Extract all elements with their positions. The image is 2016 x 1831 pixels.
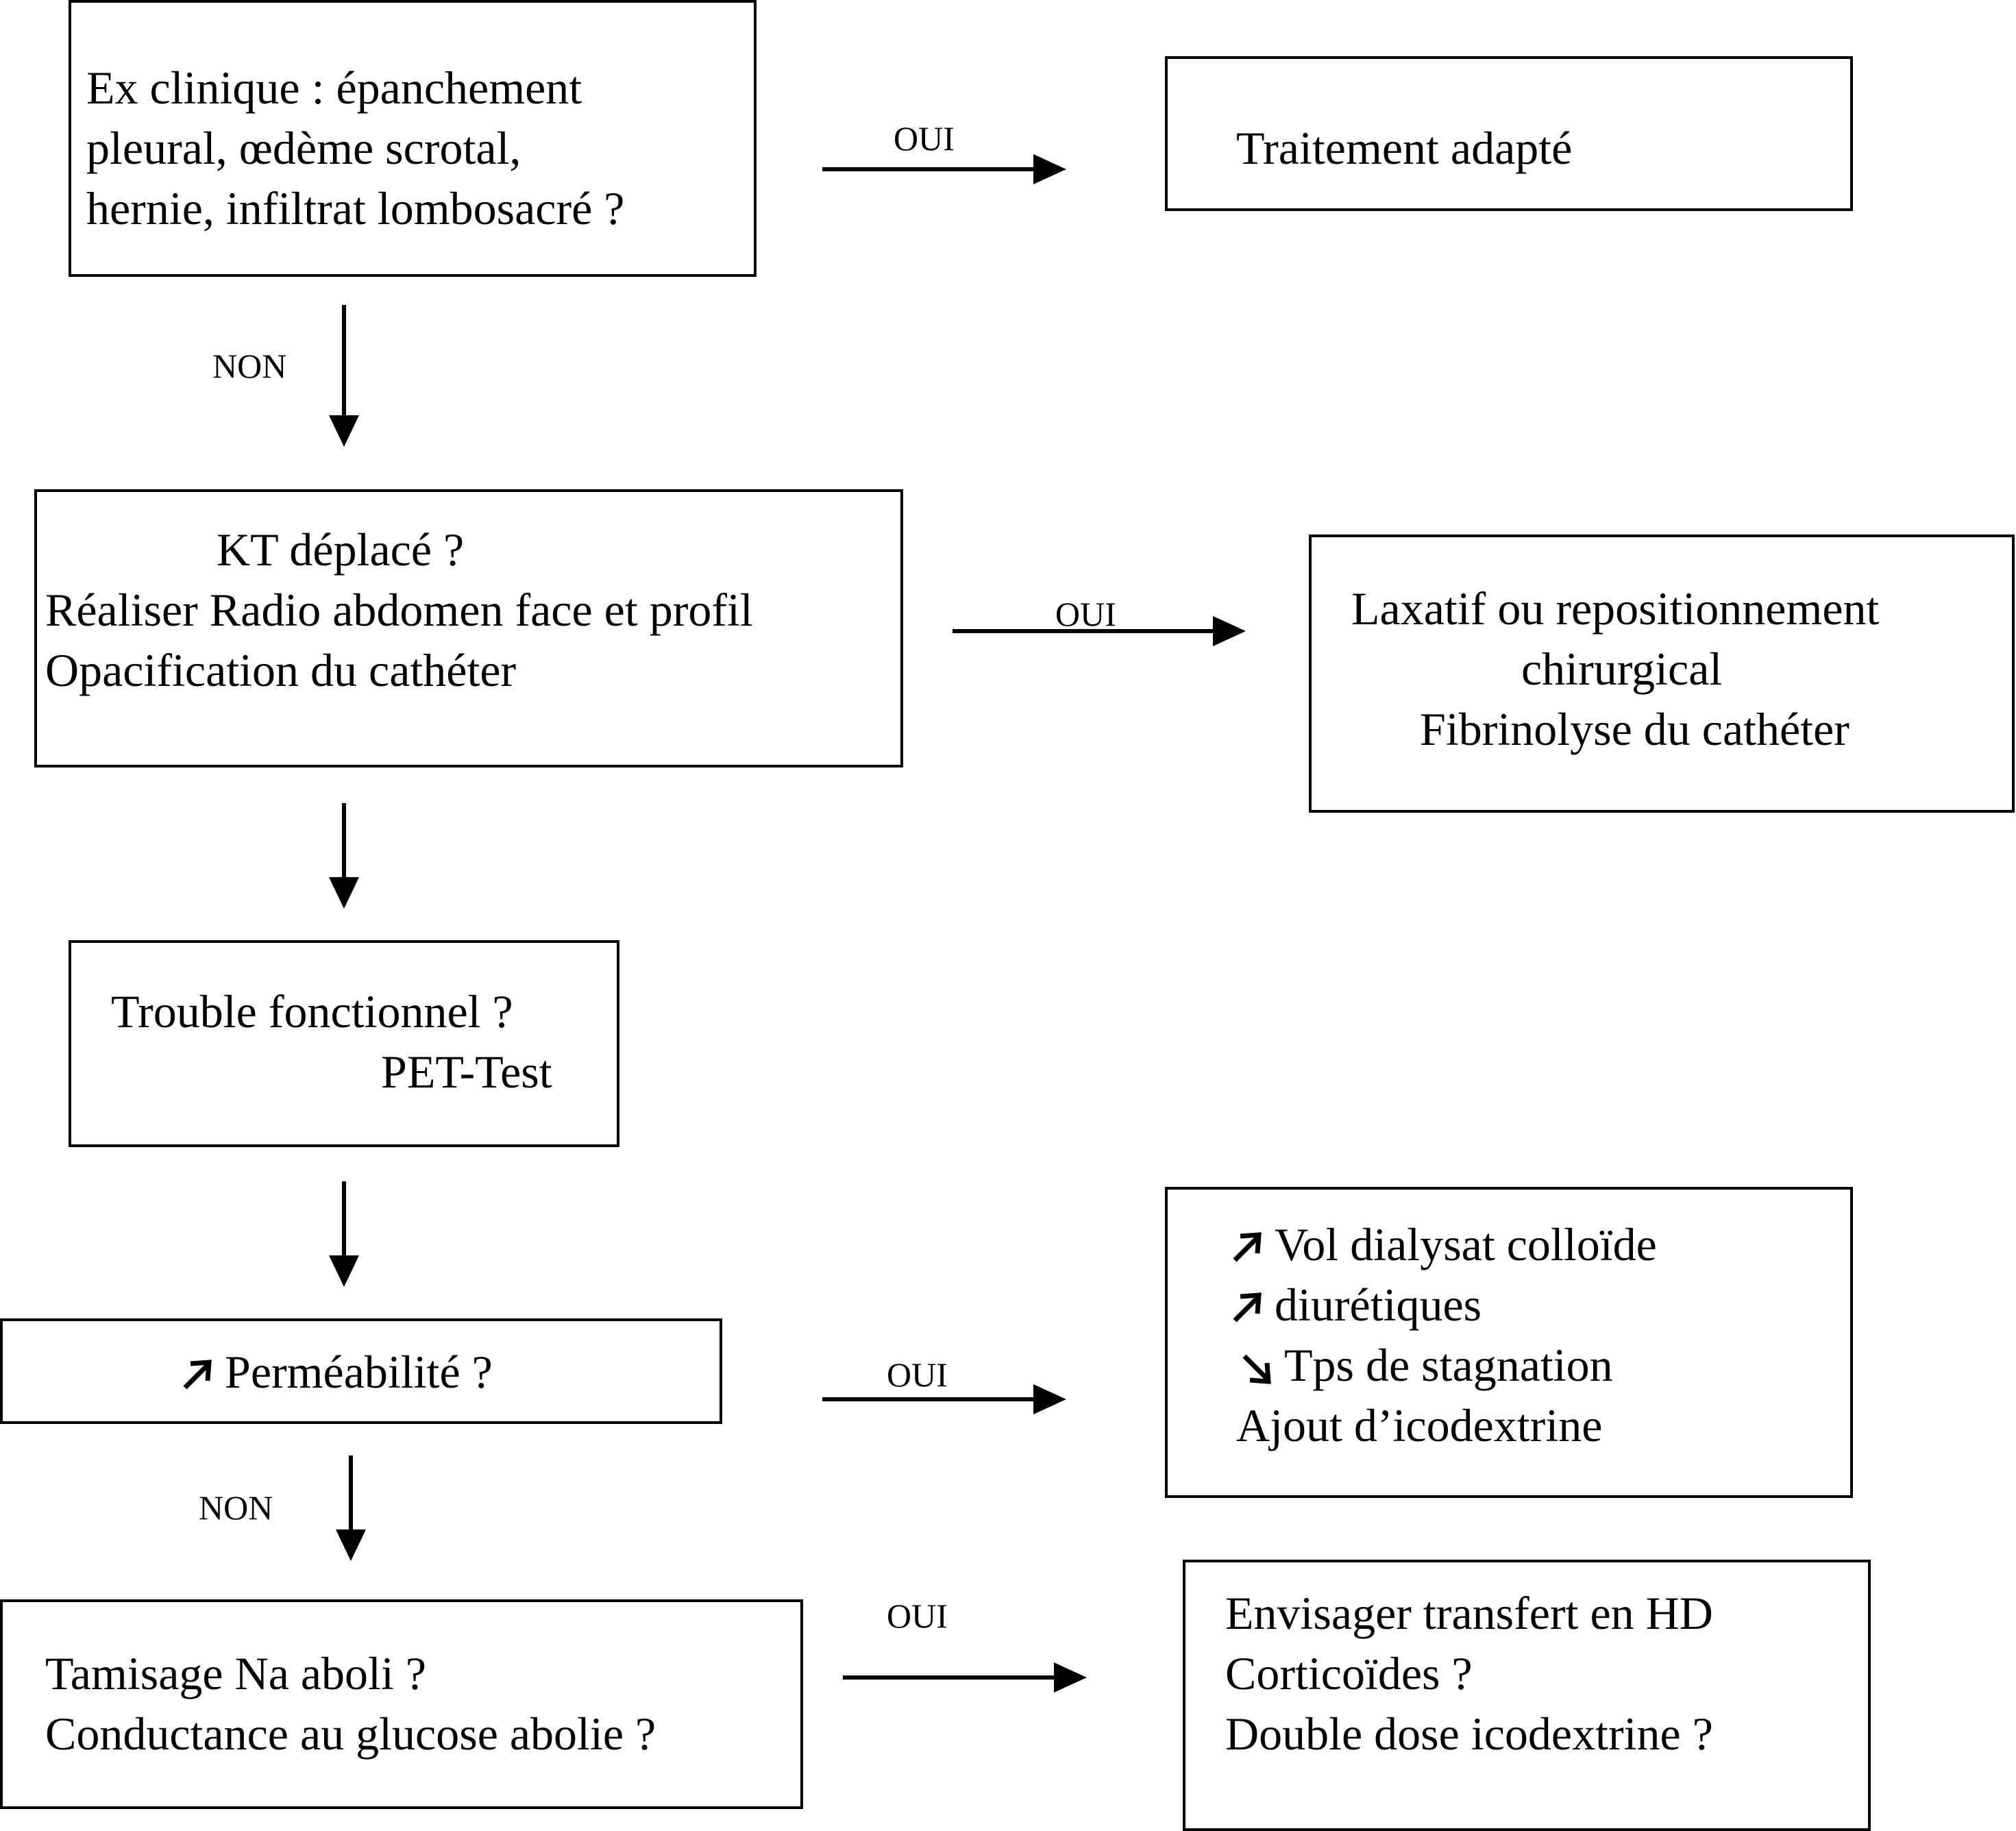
label-oui-exam: OUI [894, 119, 955, 158]
permeability-fix-line-2: diurétiques [1229, 1275, 1482, 1335]
increase-arrow-icon [1233, 1232, 1262, 1262]
permeability-fix-line-4: Ajout d’icodextrine [1236, 1399, 1603, 1451]
label-non-exam: NON [212, 347, 287, 385]
permeability-fix-text-2: diurétiques [1275, 1279, 1482, 1331]
treatment-line-1: Traitement adapté [1236, 122, 1573, 174]
label-oui-sieving: OUI [887, 1597, 948, 1635]
permeability-fix-line-3: Tps de stagnation [1239, 1335, 1613, 1395]
exam-line-3: hernie, infiltrat lombosacré ? [86, 182, 625, 234]
functional-box: Trouble fonctionnel ? PET-Test [69, 940, 619, 1147]
catheter-line-2: Réaliser Radio abdomen face et profil [45, 584, 753, 636]
permeability-fix-text-3: Tps de stagnation [1284, 1339, 1613, 1391]
sieving-fix-line-2: Corticoïdes ? [1225, 1647, 1473, 1699]
catheter-fix-line-2: chirurgical [1521, 643, 1723, 695]
arrow-permeability-to-fix [822, 1384, 1066, 1414]
permeability-label: Perméabilité ? [225, 1346, 493, 1398]
sieving-fix-line-1: Envisager transfert en HD [1225, 1587, 1713, 1639]
exam-line-1: Ex clinique : épanchement [86, 62, 582, 114]
arrow-catheter-to-functional [329, 803, 359, 909]
sieving-line-1: Tamisage Na aboli ? [45, 1647, 427, 1699]
label-non-permeability: NON [199, 1488, 273, 1527]
label-oui-permeability: OUI [887, 1355, 948, 1394]
permeability-line-1: Perméabilité ? [180, 1342, 493, 1402]
catheter-fix-box: Laxatif ou repositionnement chirurgical … [1309, 534, 2015, 813]
functional-line-1: Trouble fonctionnel ? [111, 985, 513, 1037]
permeability-fix-line-1: Vol dialysat colloïde [1229, 1214, 1657, 1275]
sieving-fix-box: Envisager transfert en HD Corticoïdes ? … [1183, 1560, 1871, 1831]
arrow-exam-to-catheter [329, 305, 359, 447]
exam-box: Ex clinique : épanchement pleural, œdème… [69, 0, 757, 277]
catheter-box: KT déplacé ? Réaliser Radio abdomen face… [34, 489, 903, 767]
decrease-arrow-icon [1242, 1354, 1271, 1384]
sieving-line-2: Conductance au glucose abolie ? [45, 1708, 656, 1760]
arrow-functional-to-permeability [329, 1181, 359, 1287]
catheter-line-3: Opacification du cathéter [45, 644, 517, 696]
sieving-box: Tamisage Na aboli ? Conductance au gluco… [0, 1599, 803, 1809]
treatment-box: Traitement adapté [1165, 56, 1853, 211]
arrow-sieving-to-fix [843, 1662, 1087, 1693]
permeability-box: Perméabilité ? [0, 1318, 722, 1424]
arrow-catheter-to-fix [952, 616, 1246, 646]
arrow-exam-to-treatment [822, 154, 1066, 184]
increase-arrow-icon [183, 1360, 212, 1390]
permeability-fix-text-1: Vol dialysat colloïde [1275, 1218, 1657, 1270]
exam-line-2: pleural, œdème scrotal, [86, 122, 521, 174]
arrow-permeability-to-sieving [336, 1455, 366, 1561]
catheter-line-1: KT déplacé ? [217, 524, 465, 576]
catheter-fix-line-3: Fibrinolyse du cathéter [1420, 703, 1849, 755]
increase-arrow-icon [1233, 1292, 1262, 1323]
functional-line-2: PET-Test [381, 1046, 552, 1098]
catheter-fix-line-1: Laxatif ou repositionnement [1351, 582, 1880, 635]
label-oui-catheter: OUI [1055, 595, 1116, 633]
permeability-fix-box: Vol dialysat colloïde diurétiques Tps de… [1165, 1187, 1853, 1498]
sieving-fix-line-3: Double dose icodextrine ? [1225, 1708, 1713, 1760]
